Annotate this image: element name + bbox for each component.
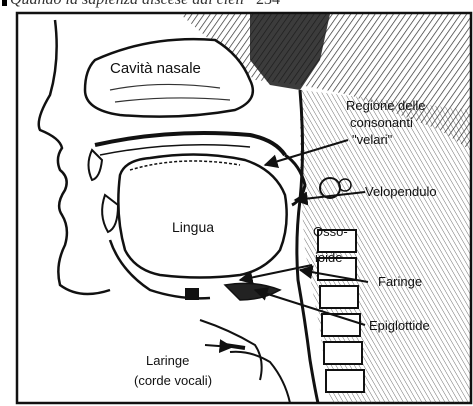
hyoid-bone-mark — [185, 288, 199, 300]
label-pharynx: Faringe — [378, 274, 422, 289]
label-velar-region-2: consonanti — [350, 115, 413, 130]
hard-palate — [95, 133, 285, 155]
label-velar-region-3: "velari" — [352, 132, 393, 147]
label-hyoid-1: Osso- — [313, 224, 348, 239]
epiglottis-shape — [225, 283, 280, 300]
tongue-shape — [118, 154, 286, 277]
nasal-cavity-shape — [85, 39, 253, 117]
label-larynx-2: (corde vocali) — [134, 373, 212, 388]
label-tongue: Lingua — [172, 219, 214, 235]
larynx-wall — [200, 320, 262, 380]
label-velar-region-1: Regione delle — [346, 98, 426, 113]
label-larynx-1: Laringe — [146, 353, 189, 368]
label-hyoid-2: ioide — [315, 250, 342, 265]
label-epiglottis: Epiglottide — [369, 318, 430, 333]
palate-inner — [100, 145, 250, 155]
label-nasal-cavity: Cavità nasale — [110, 60, 201, 77]
lower-tooth — [102, 195, 118, 232]
label-velum: Velopendulo — [365, 184, 437, 199]
